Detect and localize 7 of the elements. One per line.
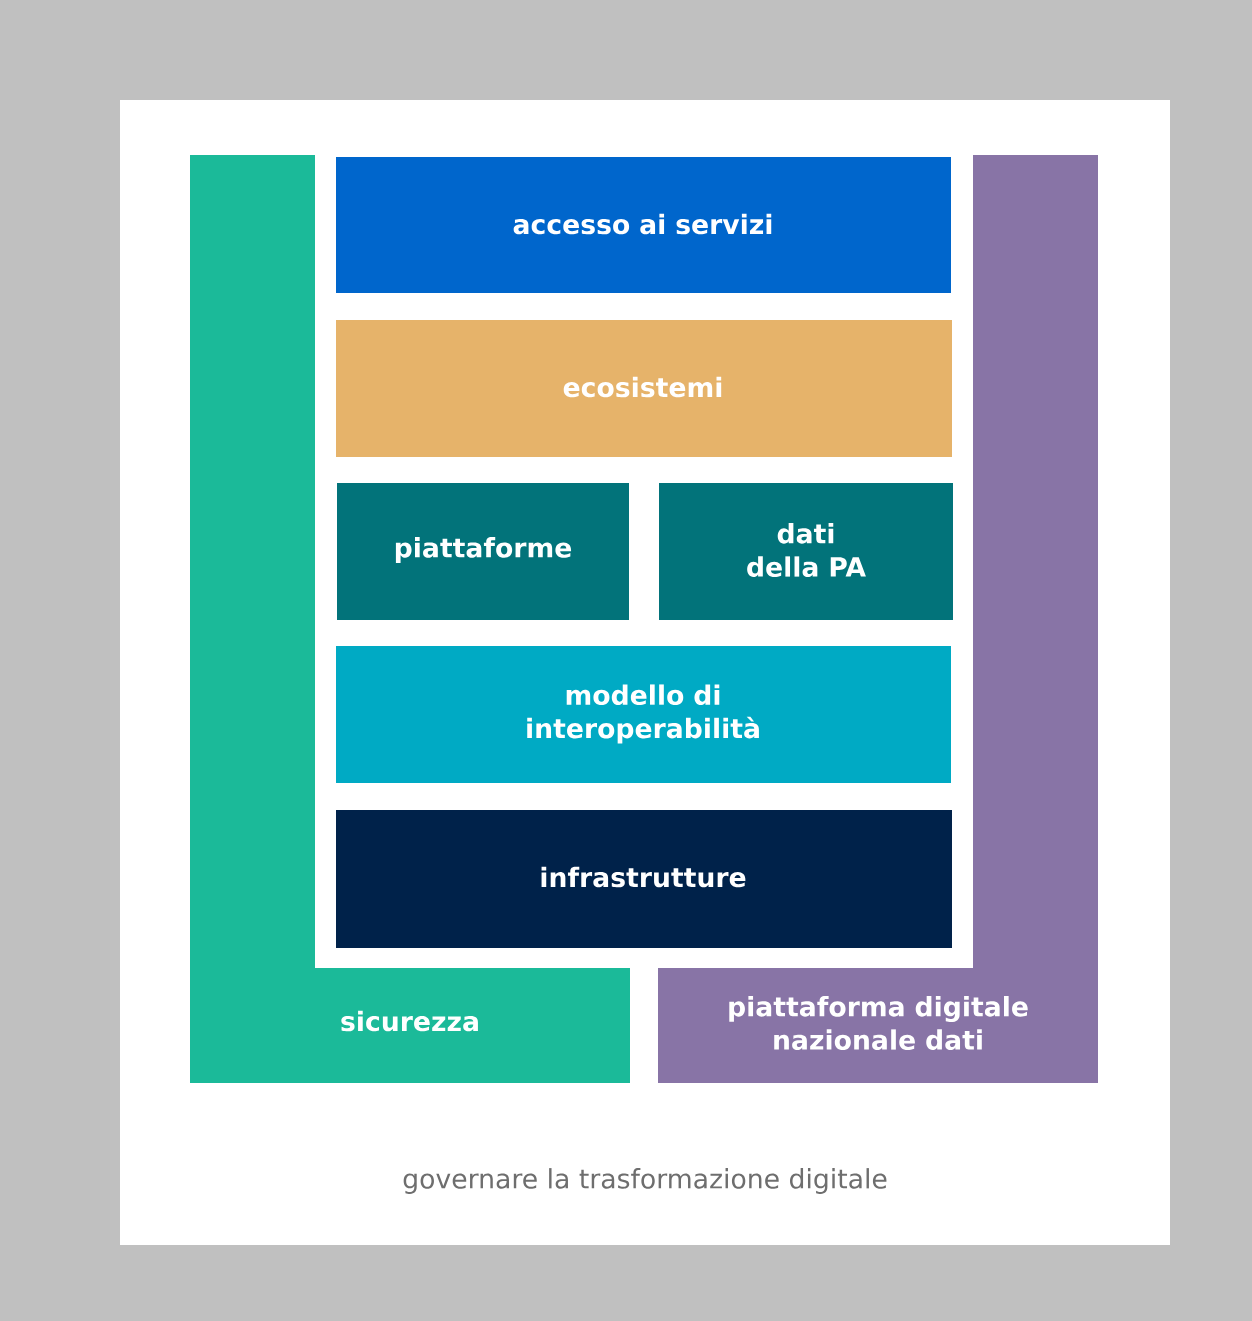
layer-box: piattaforme — [337, 483, 629, 620]
layer-box: ecosistemi — [336, 320, 952, 457]
layer-box: accesso ai servizi — [336, 157, 951, 293]
layer-box: dati della PA — [659, 483, 953, 620]
caption: governare la trasformazione digitale — [403, 1168, 887, 1194]
layer-box: modello di interoperabilità — [336, 646, 951, 783]
layer-box: infrastrutture — [336, 810, 952, 948]
